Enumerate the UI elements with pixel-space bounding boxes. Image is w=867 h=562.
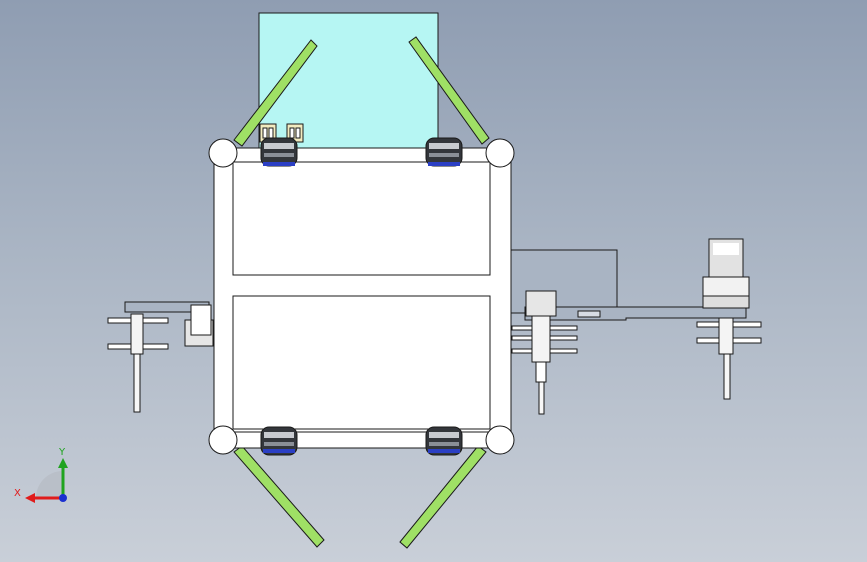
center-shaft: [538, 381, 545, 415]
frame-inner-bottom: [232, 295, 491, 430]
right-shaft: [723, 353, 731, 400]
x-axis-label: X: [14, 488, 21, 499]
center-spring: [535, 361, 547, 383]
z-axis-dot: [59, 494, 67, 502]
left-shaft: [133, 353, 141, 413]
strut-top-left: [233, 39, 318, 147]
left-motor-cap: [190, 304, 212, 336]
strut-bottom-right: [399, 445, 487, 549]
arm-small-block: [577, 310, 601, 318]
motor-highlight: [713, 243, 739, 255]
strut-bottom-left: [233, 445, 325, 548]
right-hub: [718, 317, 734, 355]
strut-top-right: [408, 36, 490, 145]
assembly-model[interactable]: [107, 12, 762, 549]
motor-coupling: [702, 295, 750, 309]
roller-top-left: [260, 137, 298, 167]
right-arm-plate: [524, 306, 747, 321]
x-axis-arrowhead: [25, 493, 35, 503]
clip-right-slot-2: [295, 127, 301, 139]
left-hub: [130, 313, 144, 355]
corner-ball-br: [485, 425, 515, 455]
right-motor-assembly: [696, 238, 762, 400]
frame-inner-top: [232, 161, 491, 276]
roller-bottom-right: [425, 426, 463, 456]
green-struts: [233, 36, 490, 549]
side-box: [504, 249, 618, 314]
center-pulley-assembly: [511, 290, 578, 415]
y-axis-label: Y: [58, 447, 66, 458]
clip-left-slot: [262, 127, 268, 139]
center-bracket: [525, 290, 557, 317]
rollers: [260, 137, 463, 456]
clip-right-slot: [289, 127, 295, 139]
roller-top-right: [425, 137, 463, 167]
center-hub: [531, 315, 551, 363]
roller-bottom-left: [260, 426, 298, 456]
motor-gear: [702, 276, 750, 298]
left-pulley-assembly: [107, 301, 214, 413]
y-axis-arrowhead: [58, 458, 68, 468]
corner-ball-bl: [208, 425, 238, 455]
corner-ball-tr: [485, 138, 515, 168]
triad-xy-plane: [36, 471, 63, 498]
clip-left-slot-2: [268, 127, 274, 139]
corner-ball-tl: [208, 138, 238, 168]
orientation-triad: X Y: [14, 447, 68, 503]
